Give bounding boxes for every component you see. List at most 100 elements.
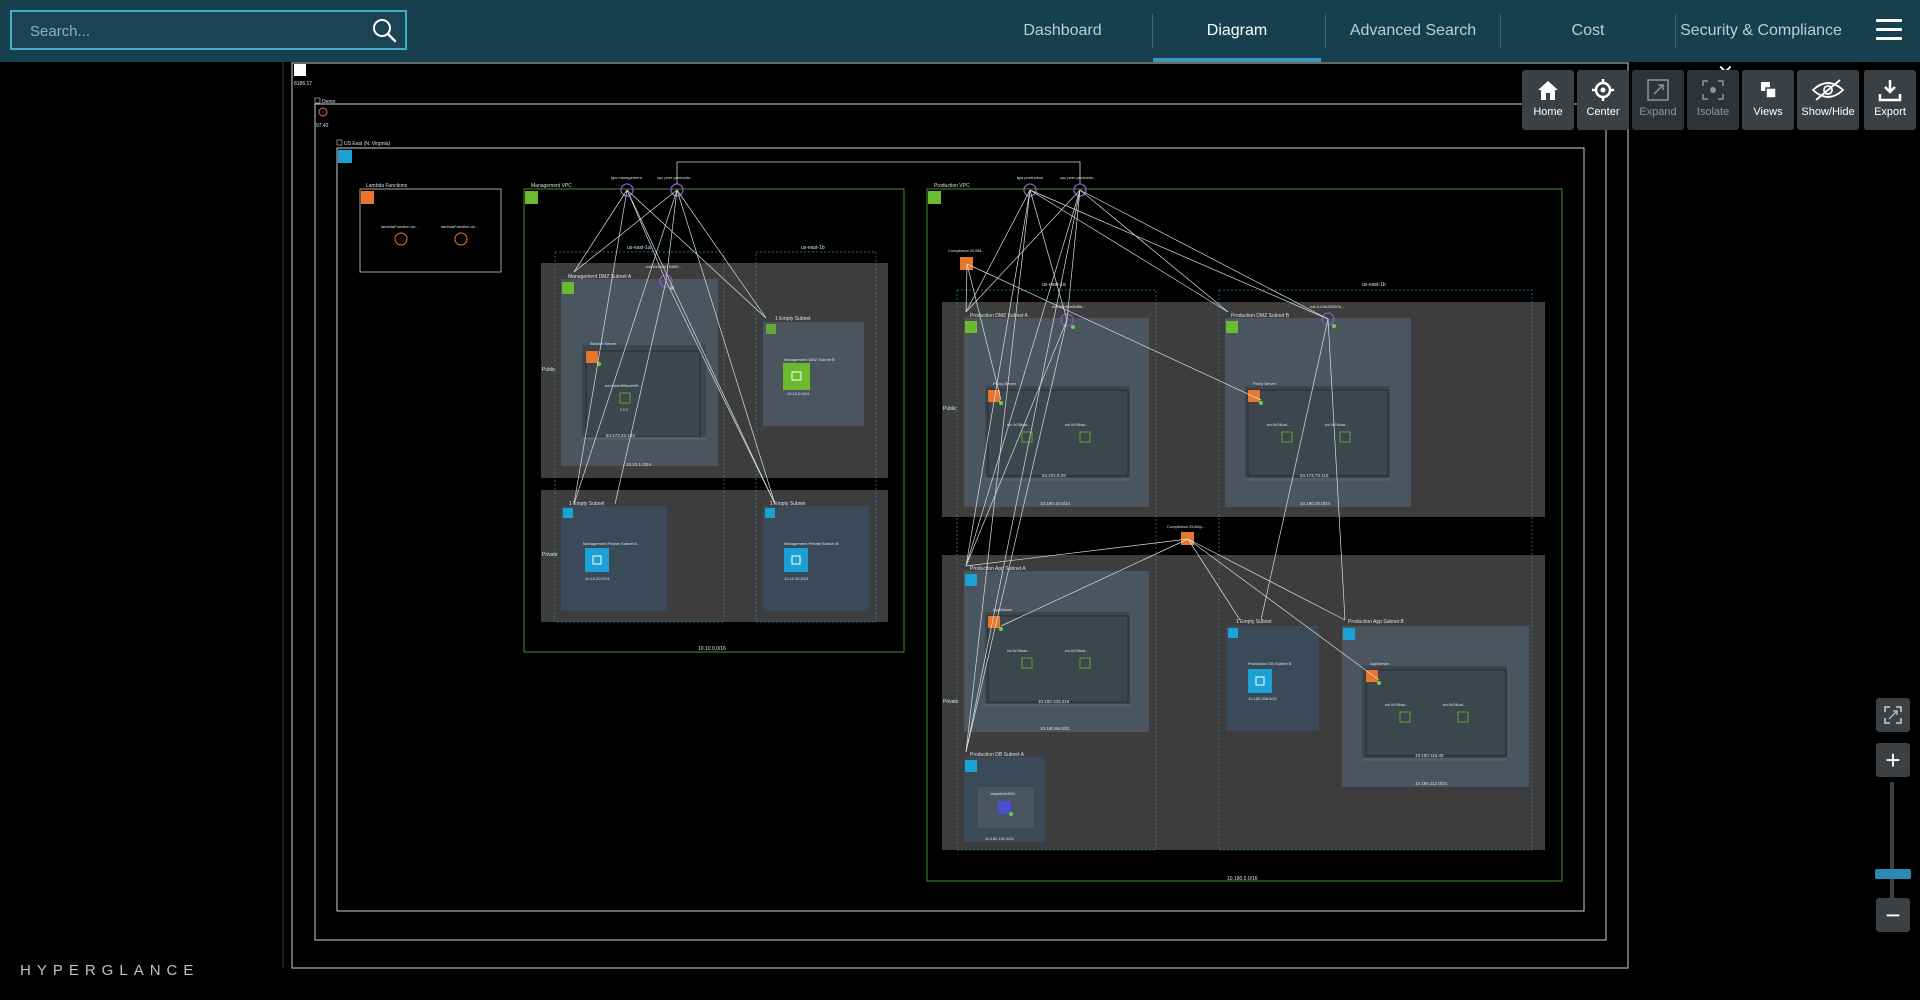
prod-dmz-a-label: Production DMZ Subnet A bbox=[970, 313, 1028, 319]
prod-db-b-cidr: 10.180.208.0/21 bbox=[1248, 696, 1278, 701]
mgmt-priv-a-label: Management Private Subnet A bbox=[583, 541, 638, 546]
rds-database-icon[interactable] bbox=[998, 801, 1011, 814]
tab-advanced-search[interactable]: Advanced Search bbox=[1326, 0, 1500, 62]
az-1a-label: us-east-1a bbox=[627, 245, 651, 251]
public-subnet-icon bbox=[1226, 321, 1238, 333]
eni-label: eni-0c7f4bad... bbox=[1065, 649, 1088, 653]
ec2-instance-icon[interactable] bbox=[988, 616, 1000, 628]
search-box[interactable] bbox=[10, 10, 407, 50]
private-subnet-icon bbox=[1343, 628, 1355, 640]
tab-dashboard[interactable]: Dashboard bbox=[1010, 0, 1115, 62]
public-subnet-icon bbox=[562, 282, 574, 294]
home-icon bbox=[1535, 78, 1561, 102]
prod-db-b-label: Production DB Subnet B bbox=[1248, 661, 1292, 666]
expand-icon bbox=[1645, 78, 1671, 102]
expand-button[interactable]: Expand bbox=[1632, 70, 1684, 130]
private-subnet-icon bbox=[965, 760, 977, 772]
isolate-button[interactable]: Isolate bbox=[1687, 70, 1739, 130]
organization-id: 97.42 bbox=[316, 123, 329, 129]
eni-label: eni-0c7f4bad... bbox=[1065, 423, 1088, 427]
mgmt-dmz-a-label: Management DMZ Subnet A bbox=[568, 274, 632, 280]
appserver-label: AppServer bbox=[1370, 661, 1390, 666]
az-1b-label: us-east-1b bbox=[801, 245, 825, 251]
prod-dmz-b-cidr: 10.180.20.0/24 bbox=[1300, 501, 1331, 506]
az-1a-label: us-east-1a bbox=[1042, 282, 1066, 288]
tgw-management-label: tgw management bbox=[611, 175, 643, 180]
lambda-group-label: Lambda Functions bbox=[366, 183, 408, 189]
private-label: Private bbox=[542, 552, 558, 558]
vpc-peer-prod-label: vpc peer productio... bbox=[1060, 175, 1096, 180]
mgmt-empty-subnet-label: 1 Empty Subnet bbox=[775, 316, 811, 322]
prod-db-a-label: Production DB Subnet A bbox=[970, 752, 1025, 758]
tab-diagram[interactable]: Diagram bbox=[1153, 0, 1321, 62]
management-dmz-subnet-b[interactable] bbox=[763, 322, 864, 426]
mgmt-priv-b-cidr: 10.10.30.0/24 bbox=[784, 576, 809, 581]
isolate-label: Isolate bbox=[1697, 106, 1729, 118]
vpc-icon bbox=[525, 191, 538, 204]
prod-app-b-label: Production App Subnet B bbox=[1348, 619, 1405, 625]
home-button[interactable]: Home bbox=[1522, 70, 1574, 130]
prod-nat-b-label: nat-0138c1f2fb7b... bbox=[1310, 304, 1344, 309]
app-server-instance-box bbox=[1362, 666, 1507, 758]
eni-label: eni-0c7f4bad... bbox=[1267, 423, 1290, 427]
show-hide-button[interactable]: Show/Hide bbox=[1797, 70, 1859, 130]
ec2-instance-icon[interactable] bbox=[1248, 390, 1260, 402]
management-vpc-cidr: 10.10.0.0/16 bbox=[698, 646, 726, 652]
eni-label: eni-0c7f4bad... bbox=[1385, 703, 1408, 707]
architecture-diagram-canvas[interactable]: 8186.17 Demo 97.42 US East (N. Virginia)… bbox=[0, 62, 1920, 1000]
proxy-ip-a: 54.221.8.26 bbox=[1042, 473, 1066, 478]
mgmt-dmz-a-cidr: 10.10.1.0/24 bbox=[626, 462, 652, 467]
eni-ip: 0.0.0 bbox=[620, 408, 628, 412]
tab-cost[interactable]: Cost bbox=[1501, 0, 1675, 62]
account-id: 8186.17 bbox=[294, 81, 312, 87]
zoom-slider-track[interactable] bbox=[1890, 782, 1894, 900]
lambda-icon[interactable] bbox=[395, 233, 407, 245]
management-private-subnet-a[interactable] bbox=[561, 506, 667, 611]
ec2-instance-icon[interactable] bbox=[586, 351, 598, 363]
fit-screen-icon bbox=[1883, 705, 1903, 725]
search-input[interactable] bbox=[12, 12, 372, 50]
tab-security-compliance[interactable]: Security & Compliance bbox=[1676, 0, 1846, 62]
compliance-elb-2-label: Compliance-ELBAp... bbox=[1167, 524, 1205, 529]
export-button[interactable]: Export bbox=[1864, 70, 1916, 130]
public-subnet-lock-icon bbox=[783, 363, 810, 390]
production-db-subnet-b[interactable] bbox=[1226, 626, 1319, 731]
load-balancer-icon[interactable] bbox=[960, 257, 973, 270]
proxy-ip-b: 54.174.73.115 bbox=[1300, 473, 1329, 478]
center-button[interactable]: Center bbox=[1577, 70, 1629, 130]
load-balancer-icon[interactable] bbox=[1181, 532, 1194, 545]
private-label: Private bbox=[943, 699, 959, 705]
compliance-elb-1-label: Compliance-ELBM... bbox=[948, 248, 985, 253]
lambda-group-icon bbox=[361, 191, 374, 204]
aws-account-icon bbox=[294, 64, 306, 76]
zoom-in-button[interactable]: + bbox=[1876, 743, 1910, 777]
eye-slash-icon bbox=[1810, 78, 1846, 102]
lambda-icon[interactable] bbox=[455, 233, 467, 245]
proxy-label: Proxy Server bbox=[1253, 381, 1277, 386]
views-label: Views bbox=[1753, 106, 1782, 118]
bastion-eni-label: eni-0deb8f9ba2ef9... bbox=[605, 383, 642, 388]
search-icon[interactable] bbox=[371, 17, 397, 43]
eni-label: eni-0c7f4bad... bbox=[1007, 649, 1030, 653]
mgmt-priv-a-cidr: 10.10.20.0/24 bbox=[585, 576, 610, 581]
prod-app-a-label: Production App Subnet A bbox=[970, 566, 1026, 572]
hamburger-menu-icon[interactable] bbox=[1876, 19, 1902, 43]
eni-label: eni-0c7f4bad... bbox=[1443, 703, 1466, 707]
fit-to-screen-button[interactable] bbox=[1876, 698, 1910, 732]
rds-label: utdgtabc9u9061 bbox=[990, 792, 1015, 796]
production-vpc-label: Production VPC bbox=[934, 183, 970, 189]
zoom-slider-handle[interactable] bbox=[1875, 869, 1911, 879]
center-label: Center bbox=[1586, 106, 1619, 118]
crosshair-icon bbox=[1590, 78, 1616, 102]
zoom-out-button[interactable]: − bbox=[1876, 898, 1910, 932]
home-label: Home bbox=[1533, 106, 1562, 118]
views-button[interactable]: Views bbox=[1742, 70, 1794, 130]
prod-dmz-a-cidr: 10.180.10.0/24 bbox=[1040, 501, 1071, 506]
isolate-icon bbox=[1700, 78, 1726, 102]
eni-label: eni-0c7f4bad... bbox=[1007, 423, 1030, 427]
management-private-subnet-b[interactable] bbox=[763, 506, 869, 611]
private-subnet-lock-icon bbox=[1248, 669, 1272, 693]
private-subnet-icon bbox=[965, 574, 977, 586]
management-vpc-label: Management VPC bbox=[531, 183, 572, 189]
app-ip-a: 10.180.103.219 bbox=[1038, 699, 1070, 704]
